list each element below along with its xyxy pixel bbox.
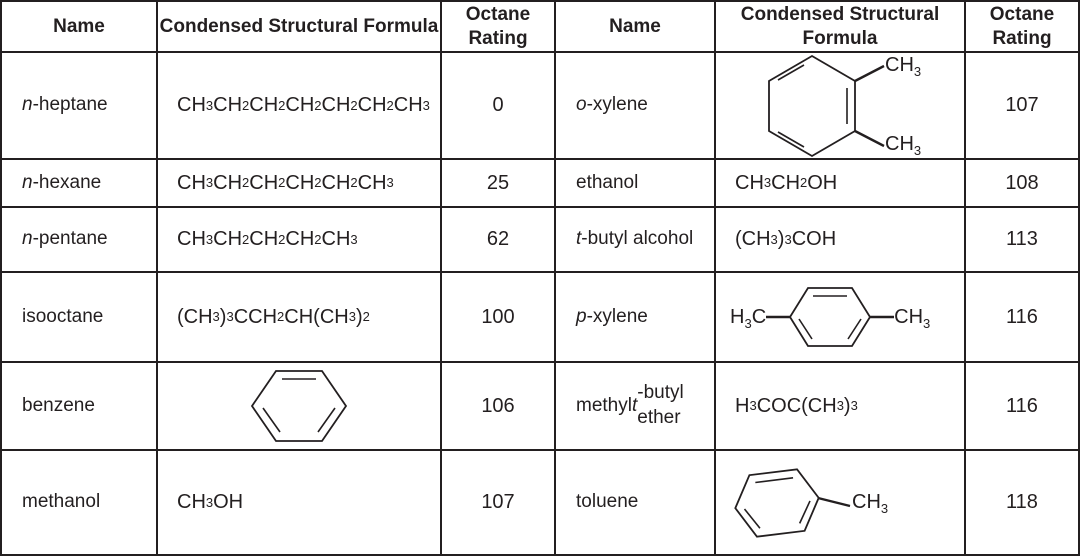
- p-xylene-left-methyl-label: H3C: [730, 305, 767, 331]
- header-formula-left: Condensed Structural Formula: [158, 2, 442, 53]
- name-n-hexane: n-hexane: [2, 160, 158, 208]
- octane-methanol: 107: [442, 451, 556, 554]
- octane-toluene: 118: [1006, 491, 1038, 513]
- name-p-xylene: p-xylene: [556, 273, 716, 363]
- octane-n-heptane: 0: [442, 53, 556, 160]
- header-formula-right: Condensed Structural Formula: [716, 2, 966, 53]
- name-benzene: benzene: [2, 363, 158, 451]
- toluene-methyl-label: CH3: [852, 491, 889, 516]
- structure-p-xylene: H3C CH3: [716, 273, 966, 363]
- header-name-left: Name: [2, 2, 158, 53]
- name-methanol: methanol: [2, 451, 158, 554]
- octane-ethanol: 108: [966, 160, 1078, 208]
- benzene-ring-structure: [250, 370, 348, 442]
- o-xylene-ring-structure: [768, 54, 885, 158]
- name-toluene: toluene: [556, 451, 716, 554]
- header-octane-right: Octane Rating: [966, 2, 1078, 53]
- structure-toluene: CH3: [716, 451, 966, 554]
- name-isooctane: isooctane: [2, 273, 158, 363]
- p-xylene-right-methyl-label: CH3: [894, 305, 931, 331]
- name-o-xylene: o-xylene: [556, 53, 716, 160]
- o-xylene-top-methyl-label: CH3: [885, 54, 922, 79]
- octane-n-hexane: 25: [442, 160, 556, 208]
- header-name-right: Name: [556, 2, 716, 53]
- octane-isooctane: 100: [442, 273, 556, 363]
- octane-p-xylene: 116: [966, 273, 1078, 363]
- name-methyl-t-butyl-ether: methyl t-butyl ether: [556, 363, 716, 451]
- name-n-heptane: n-heptane: [2, 53, 158, 160]
- p-xylene-ring-structure: [766, 287, 895, 347]
- header-octane-left: Octane Rating: [442, 2, 556, 53]
- toluene-ring-structure: [734, 467, 851, 538]
- octane-methyl-t-butyl-ether: 116: [966, 363, 1078, 451]
- octane-o-xylene: 107: [966, 53, 1078, 160]
- name-n-pentane: n-pentane: [2, 208, 158, 273]
- octane-t-butyl-alcohol: 113: [966, 208, 1078, 273]
- structure-benzene: [158, 363, 442, 451]
- octane-benzene: 106: [442, 363, 556, 451]
- name-ethanol: ethanol: [556, 160, 716, 208]
- name-t-butyl-alcohol: t-butyl alcohol: [556, 208, 716, 273]
- o-xylene-bottom-methyl-label: CH3: [885, 133, 922, 158]
- structure-o-xylene: CH3 CH3: [716, 53, 966, 160]
- octane-n-pentane: 62: [442, 208, 556, 273]
